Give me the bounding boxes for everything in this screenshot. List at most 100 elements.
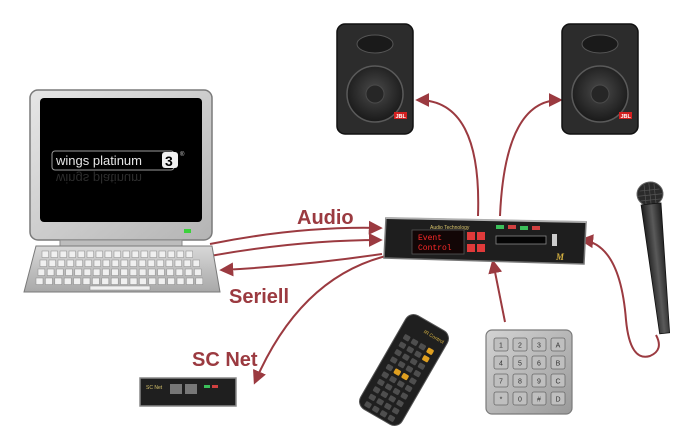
speaker-right: JBL [561, 23, 639, 135]
remote-button [388, 395, 396, 403]
controller-led-red [532, 226, 540, 230]
keypad-key [512, 355, 528, 370]
controller-logo: M [555, 252, 565, 262]
keyboard-key [57, 259, 65, 267]
controller-display [411, 229, 465, 255]
remote-button [414, 350, 422, 358]
keyboard-key [157, 277, 166, 285]
scnet-indicator [212, 385, 218, 388]
remote-buttons [364, 334, 434, 422]
remote-button [418, 343, 427, 351]
keyboard-key [131, 250, 139, 258]
mic-handle [640, 202, 671, 335]
scnet-port [170, 384, 182, 394]
keypad-key [512, 373, 528, 388]
wings-logo-reflection: wings platinum [55, 171, 142, 186]
speaker-tweeter [581, 34, 619, 54]
keyboard-key [39, 259, 47, 267]
remote-button [404, 384, 413, 393]
keyboard-key [120, 259, 128, 267]
jbl-badge [394, 112, 407, 119]
keyboard-key [65, 268, 73, 276]
keyboard-keys [35, 250, 204, 291]
connections [209, 93, 660, 385]
controller-button [477, 244, 485, 252]
keyboard-key [157, 268, 165, 276]
controller-led-red [508, 225, 516, 229]
remote-button [400, 392, 409, 400]
keyboard-key [122, 250, 130, 258]
remote-button [392, 387, 401, 396]
keypad-key-label: 5 [518, 361, 522, 368]
keyboard-key [129, 259, 137, 267]
keyboard-key [167, 250, 175, 258]
keyboard-key [92, 268, 101, 276]
remote-button [364, 401, 372, 409]
keyboard-key [140, 250, 148, 258]
keyboard-key [93, 259, 101, 267]
remote-button [384, 402, 392, 410]
controller-knob [552, 234, 557, 246]
controller-top-edge [385, 217, 587, 223]
keyboard-key [111, 259, 119, 267]
wings-logo-text: wings platinum [55, 153, 142, 168]
keyboard-key [158, 250, 166, 258]
keyboard-key [129, 268, 138, 276]
display-line-1: Event [418, 234, 442, 243]
keypad-key [550, 355, 566, 370]
keypad-key-label: 7 [499, 379, 503, 386]
keypad-key-label: 8 [518, 379, 522, 386]
keyboard-key [75, 259, 83, 267]
remote-button [397, 361, 406, 369]
event-controller: Audio Technology Event Control M [383, 217, 587, 265]
keyboard-key [186, 277, 194, 285]
remote-button [372, 386, 381, 394]
keyboard-key [175, 268, 184, 276]
remote-button [389, 375, 397, 384]
wings-logo-badge: 3 [165, 153, 173, 169]
keypad-key [550, 391, 566, 406]
keyboard-key [138, 259, 146, 267]
scnet-label: SC Net [192, 349, 258, 371]
keyboard-key [167, 277, 175, 285]
keypad-key-label: D [555, 397, 560, 404]
keyboard-key [184, 268, 193, 276]
monitor-screen [40, 98, 202, 222]
keypad-key [531, 391, 547, 406]
keypad-key [512, 337, 528, 352]
keyboard-key [77, 250, 85, 258]
remote-button [410, 338, 419, 346]
remote-button [377, 378, 385, 387]
seriell-connection [219, 253, 383, 277]
controller-led-green [520, 226, 528, 230]
keyboard-key [84, 259, 92, 267]
remote-button [405, 365, 414, 373]
scnet-indicator [204, 385, 210, 388]
scnet-port [185, 384, 197, 394]
keyboard-key [194, 268, 202, 276]
controller-button [467, 244, 475, 252]
keypad-key-label: B [556, 361, 561, 368]
keyboard-key [95, 250, 103, 258]
keyboard-key [129, 277, 138, 285]
keypad-key-label: 1 [499, 343, 503, 350]
keyboard-key [185, 250, 193, 258]
remote-button [376, 398, 384, 406]
keyboard-key [66, 259, 74, 267]
keypad-key [550, 337, 566, 352]
jbl-badge-text: JBL [396, 114, 407, 120]
keyboard-key [104, 250, 112, 258]
keyboard-key [183, 259, 191, 267]
keyboard-key [56, 268, 64, 276]
speaker-tweeter [356, 34, 394, 54]
keypad-key-label: 6 [537, 361, 541, 368]
keyboard-key [46, 268, 55, 276]
keyboard-key [45, 277, 53, 285]
scnet-unit: SC Net [139, 377, 237, 407]
keyboard-key [102, 268, 110, 276]
keyboard-key [138, 268, 147, 276]
keypad-key-label: # [537, 397, 541, 404]
computer: wings platinum 3 ® wings platinum [23, 89, 221, 293]
remote-button [398, 341, 407, 349]
